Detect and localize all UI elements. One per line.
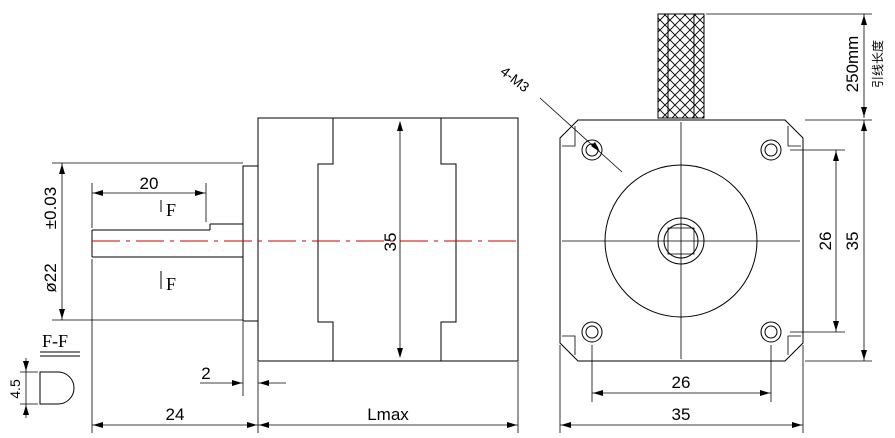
lead-length-label: 250mm [843, 36, 862, 93]
motor-body [257, 117, 519, 362]
thread-callout: 4-M3 [498, 63, 533, 95]
svg-text:F: F [166, 200, 176, 220]
flange [242, 165, 259, 322]
section-view: F-F 4.5 [7, 331, 80, 418]
flange-thickness-label: 2 [201, 364, 210, 383]
stator-left-profile [317, 118, 334, 361]
shaft-length-label: 20 [140, 174, 159, 193]
side-view: 35 20 F F ø22 ±0.03 2 [41, 117, 520, 433]
motor-face [559, 119, 804, 362]
section-mark-lower: F [160, 271, 176, 294]
mounting-hole-bottom-left [581, 321, 603, 343]
lead-length-note: 引线长度 [870, 40, 885, 88]
shaft-section [39, 371, 75, 405]
body-height-label: 35 [381, 233, 400, 252]
hole-spacing-h-label: 26 [672, 373, 691, 392]
lead-cable [657, 13, 705, 119]
svg-text:F: F [166, 274, 176, 294]
shaft-tolerance-label: ±0.03 [41, 187, 60, 229]
hole-spacing-v-label: 26 [816, 232, 835, 251]
mounting-hole-bottom-right [760, 321, 782, 343]
body-length-label: Lmax [367, 405, 409, 424]
section-mark-upper: F [160, 200, 176, 220]
front-view: 4-M3 26 35 250mm 引线长度 26 3 [498, 13, 885, 433]
face-height-label: 35 [843, 232, 862, 251]
front-length-label: 24 [166, 405, 185, 424]
shaft-diameter-label: ø22 [41, 263, 60, 292]
face-width-label: 35 [672, 405, 691, 424]
section-title: F-F [42, 331, 68, 351]
thread-leader [539, 97, 623, 173]
stator-right-profile [440, 118, 457, 361]
shaft [91, 223, 243, 258]
shaft-flat-label: 4.5 [7, 379, 23, 399]
mounting-hole-top-right [760, 139, 782, 161]
